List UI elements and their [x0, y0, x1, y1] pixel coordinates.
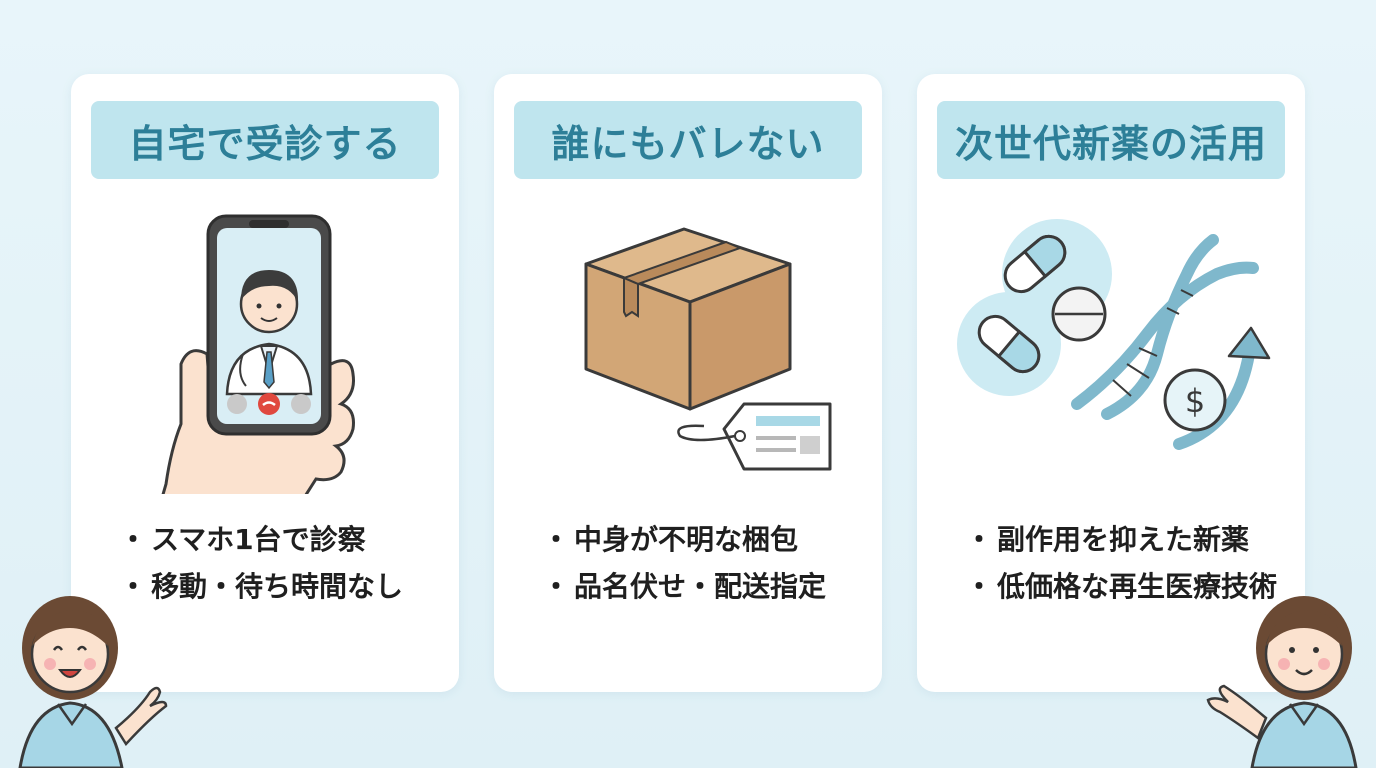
feature-list: スマホ1台で診察 移動・待ち時間なし [119, 516, 403, 610]
list-item: 品名伏せ・配送指定 [542, 563, 826, 610]
list-item: 中身が不明な梱包 [542, 516, 826, 563]
card-home-consultation: 自宅で受診する スマホ1台で診察 移動・待ち時間なし [71, 74, 459, 692]
svg-text:$: $ [1185, 382, 1205, 420]
list-item: 低価格な再生医療技術 [965, 563, 1277, 610]
nurse-illustration-right [1206, 596, 1358, 768]
package-box-icon [584, 227, 832, 471]
card-title: 誰にもバレない [514, 101, 862, 179]
list-item: 移動・待ち時間なし [119, 563, 403, 610]
medicine-dna-icon: $ [957, 219, 1271, 450]
feature-list: 副作用を抑えた新薬 低価格な再生医療技術 [965, 516, 1277, 610]
card-title: 自宅で受診する [91, 101, 439, 179]
feature-list: 中身が不明な梱包 品名伏せ・配送指定 [542, 516, 826, 610]
smartphone-doctor-icon [161, 214, 355, 494]
list-item: スマホ1台で診察 [119, 516, 403, 563]
card-title: 次世代新薬の活用 [937, 101, 1285, 179]
list-item: 副作用を抑えた新薬 [965, 516, 1277, 563]
card-discreet-delivery: 誰にもバレない 中身が不明な梱包 品名伏せ・配送指定 [494, 74, 882, 692]
card-next-gen-medicine: 次世代新薬の活用 $ 副作用を抑えた新薬 [917, 74, 1305, 692]
nurse-illustration-left [18, 596, 168, 768]
